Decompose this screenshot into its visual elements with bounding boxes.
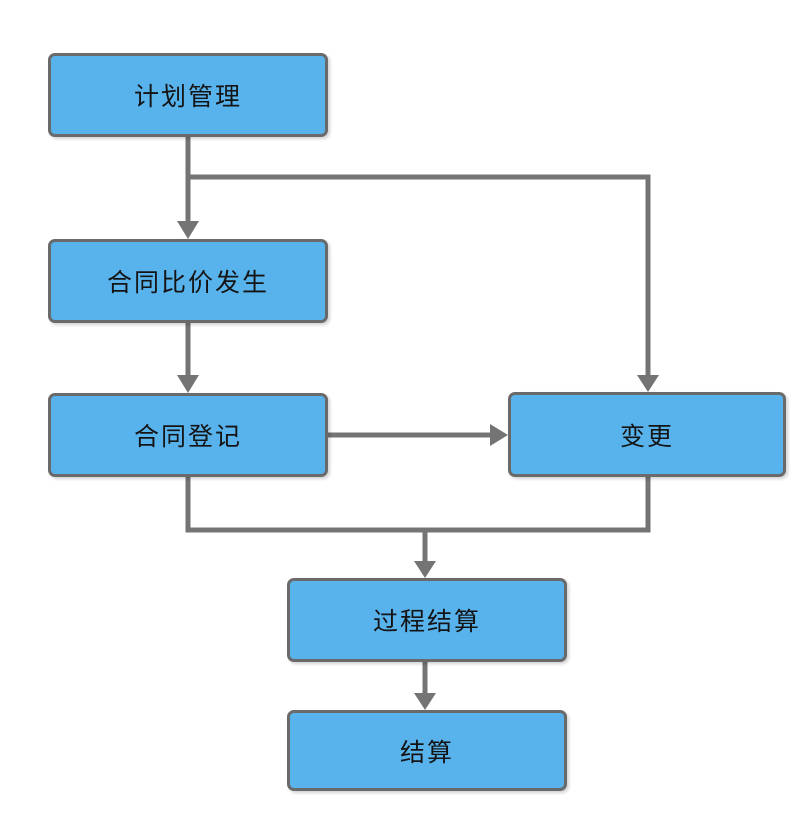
arrowhead-down-icon (414, 561, 436, 578)
node-label-price-comparison: 合同比价发生 (106, 268, 269, 297)
node-change[interactable]: 变更 (508, 392, 786, 477)
node-price-comparison[interactable]: 合同比价发生 (48, 239, 328, 323)
node-label-change: 变更 (619, 421, 674, 451)
node-plan-management[interactable]: 计划管理 (48, 53, 328, 137)
node-label-contract-register: 合同登记 (133, 422, 242, 451)
arrowhead-down-icon (177, 375, 199, 393)
arrowhead-right-icon (490, 424, 508, 446)
node-settlement[interactable]: 结算 (287, 710, 567, 791)
arrowhead-down-icon (414, 693, 436, 710)
edge-merge-bar (185, 477, 651, 533)
arrowhead-down-icon (637, 375, 659, 392)
node-label-plan-management: 计划管理 (133, 82, 242, 111)
node-label-process-settlement: 过程结算 (372, 607, 481, 636)
node-process-settlement[interactable]: 过程结算 (287, 578, 567, 662)
arrowhead-down-icon (177, 221, 199, 239)
node-contract-register[interactable]: 合同登记 (48, 393, 328, 477)
node-label-settlement: 结算 (399, 737, 454, 767)
